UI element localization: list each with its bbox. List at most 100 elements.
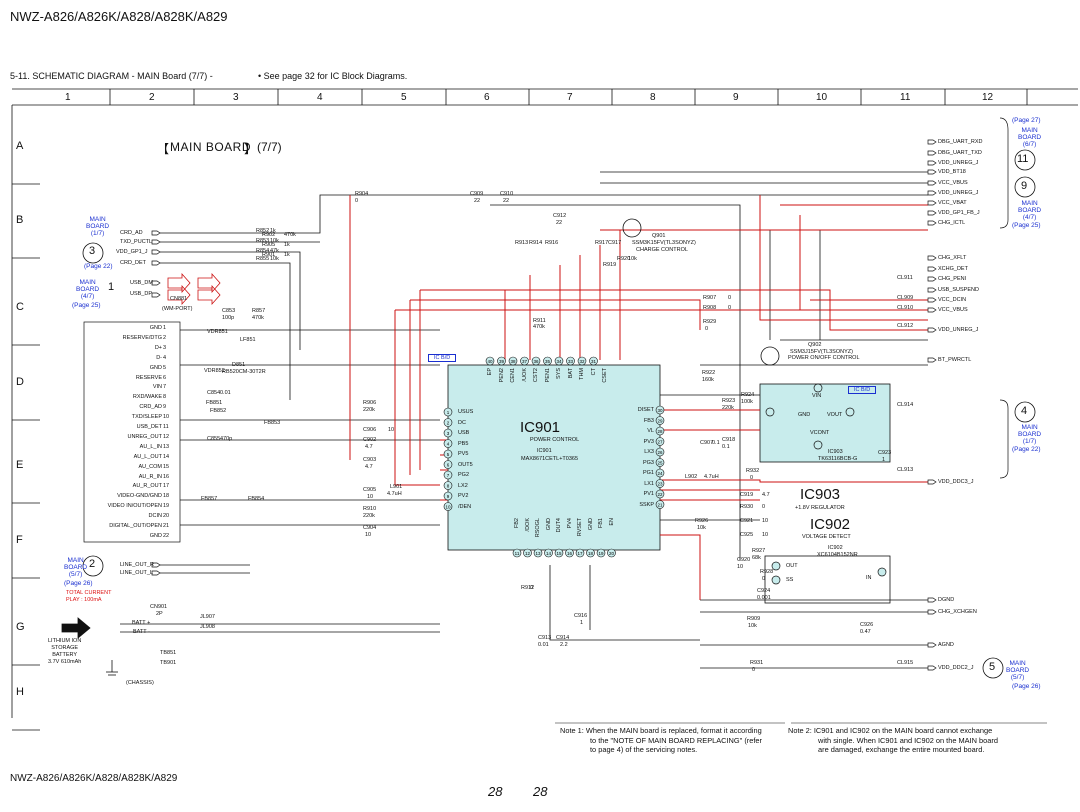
right-ref-5[interactable]: MAIN BOARD (5/7) — [1006, 660, 1029, 681]
ic903-pin-4 — [845, 407, 855, 417]
component-c904: C904 — [363, 525, 377, 531]
signal-arrow-icon — [151, 292, 161, 298]
cn881-pin-number: 4 — [163, 354, 167, 361]
ic901-pin-number: 38 — [510, 359, 516, 364]
ic901-pin — [443, 439, 453, 448]
cn881-pin-number: 14 — [163, 453, 170, 460]
note-1-line-1: Note 1: When the MAIN board is replaced,… — [560, 726, 762, 735]
signal-arrow-icon — [927, 220, 937, 226]
signal-arrow-icon — [927, 597, 937, 603]
right-signal-chg-peni: CHG_PENI — [938, 276, 967, 282]
right-ref-9[interactable]: MAIN BOARD (4/7) — [1018, 200, 1041, 221]
ic901-pin — [443, 491, 453, 501]
ic901-pin — [443, 481, 453, 490]
chassis-label: (CHASSIS) — [126, 680, 154, 686]
ref-circle-2 — [82, 555, 104, 577]
ic901-label: IC901 — [520, 419, 561, 436]
ic901-pin-number: 11 — [515, 551, 520, 556]
component-r931: R931 — [750, 660, 764, 666]
cn881-pin-name: DCIN — [148, 513, 162, 520]
left-ref-top[interactable]: MAIN BOARD (1/7) — [86, 216, 109, 237]
ref-circle-11 — [1014, 149, 1036, 171]
signal-arrow-icon — [151, 562, 161, 568]
grid-row-H: H — [16, 686, 24, 698]
component-r927v: 68k — [752, 555, 761, 561]
component-c904v: 10 — [365, 532, 372, 538]
ic901-pin-number: 35 — [545, 359, 551, 364]
ic903-pin-b2 — [813, 383, 823, 393]
tb901: TB901 — [160, 660, 177, 666]
component-r904v: 0 — [355, 198, 359, 204]
grid-col-8: 8 — [650, 92, 656, 103]
cn881-type: (WM-PORT) — [162, 306, 193, 312]
ic901-pin-number: 2 — [447, 420, 450, 425]
cn881-pin-number: 2 — [163, 334, 167, 341]
component-r907: R907 — [703, 295, 717, 301]
left-ref-bot[interactable]: MAIN BOARD (5/7) — [64, 557, 87, 578]
component-c853: C853 — [222, 308, 236, 314]
ic901-pin-number: 39 — [499, 359, 505, 364]
component-c924: C924 — [757, 588, 771, 594]
component-c902: C902 — [363, 437, 377, 443]
component-r855v: 10k — [270, 256, 279, 262]
grid-col-9: 9 — [733, 92, 739, 103]
cn901-pins: 2P — [156, 611, 163, 617]
left-ref-bot-page: (Page 26) — [64, 580, 93, 587]
component-c917: C917 — [608, 240, 622, 246]
ic901-pin-number: 7 — [447, 473, 450, 478]
component-vdr851: VDR851 — [207, 329, 228, 335]
right-ref-11[interactable]: MAIN BOARD (6/7) — [1018, 127, 1041, 148]
note-1-line-2: to the "NOTE OF MAIN BOARD REPLACING" (r… — [590, 735, 762, 745]
ic901-pin-name: PV3 — [643, 438, 654, 445]
component-c913v: 0.01 — [538, 642, 549, 648]
signal-arrow-icon — [927, 255, 937, 261]
ic901-pin — [443, 407, 453, 417]
component-cl910: CL910 — [897, 305, 914, 311]
cn881-pin-name: GND — [149, 532, 162, 539]
grid-col-12: 12 — [982, 92, 994, 103]
q901-ref: Q901 — [652, 233, 666, 239]
right-signal-vcc-vbus: VCC_VBUS — [938, 307, 968, 313]
signal-arrow-icon — [927, 665, 937, 671]
ic901-pin-name: GND — [545, 518, 552, 531]
ic901-pin — [655, 479, 665, 488]
cn881-pin-name: RESERVE/DTG — [122, 334, 162, 341]
left-ref-mid[interactable]: MAIN BOARD (4/7) — [76, 279, 99, 300]
ref-circle-5 — [982, 657, 1004, 679]
right-signal-dbg-uart-rxd: DBG_UART_RXD — [938, 139, 983, 145]
jl907: JL907 — [200, 614, 215, 620]
ic901-pin — [586, 548, 595, 558]
right-ref-4-part: (1/7) — [1022, 438, 1037, 445]
ic901-pin — [554, 356, 564, 366]
component-c907: C907 — [700, 440, 714, 446]
component-c921v: 10 — [762, 518, 769, 524]
cn881-pin-number: 1 — [163, 325, 167, 331]
component-c913: C913 — [538, 635, 552, 641]
signal-arrow-icon — [927, 150, 937, 156]
component-cl915: CL915 — [897, 660, 914, 666]
right-ref-4[interactable]: MAIN BOARD (1/7) — [1018, 424, 1041, 445]
ic902-pin-3 — [877, 567, 887, 577]
component-r912v: 0 — [530, 585, 534, 591]
ic901-pin-name: FB3 — [643, 417, 654, 424]
right-ref-4-board: BOARD — [1018, 431, 1042, 438]
signal-arrow-icon — [927, 609, 937, 615]
ic903-pin-vcont: VCONT — [810, 430, 830, 436]
ic901-pin-number: 33 — [568, 359, 574, 364]
ic901-pin — [443, 418, 453, 427]
ic901-ref: IC901 — [537, 448, 552, 454]
right-signal-vdd-bt18: VDD_BT18 — [938, 169, 966, 175]
ic901-pin-number: 32 — [579, 359, 585, 364]
component-c919: C919 — [740, 492, 754, 498]
usb-double-arrows — [167, 272, 221, 306]
signal-arrow-icon — [927, 307, 937, 313]
ic903-pin-vout: VOUT — [827, 412, 843, 418]
signal-line-out-r: LINE_OUT_R — [120, 562, 154, 568]
right-signal-vcc-vbat: VCC_VBAT — [938, 200, 967, 206]
component-r924: R924 — [741, 392, 755, 398]
signal-arrow-icon — [927, 210, 937, 216]
cn881-pin-name: D+ — [154, 344, 162, 351]
ic901-pin — [443, 502, 453, 511]
ic901-pin — [655, 416, 665, 425]
ic901-pin-name: EP — [487, 368, 493, 376]
